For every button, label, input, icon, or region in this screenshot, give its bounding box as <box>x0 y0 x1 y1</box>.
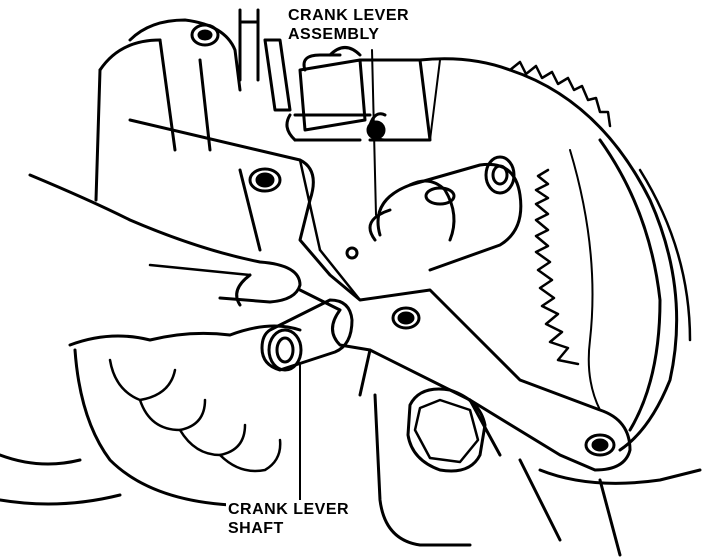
hand-lower <box>0 324 302 507</box>
crank-lever-shaft <box>260 298 354 372</box>
crank-lever-assembly-label-line1: CRANK LEVER <box>288 7 410 24</box>
crank-lever-shaft-label: CRANK LEVER SHAFT <box>226 500 352 538</box>
lower-casting <box>373 393 702 557</box>
leader-lines <box>299 49 377 501</box>
hex-nut <box>406 387 487 473</box>
bolt-hole-top <box>190 23 220 47</box>
crank-lever-assembly <box>366 112 523 272</box>
ring-gear <box>508 60 692 452</box>
crank-lever-assembly-label: CRANK LEVER ASSEMBLY <box>286 6 412 44</box>
hand-upper <box>28 173 302 307</box>
crank-lever-plate <box>128 118 632 472</box>
crank-lever-assembly-label-line2: ASSEMBLY <box>288 26 380 43</box>
crank-lever-shaft-label-line1: CRANK LEVER <box>228 501 350 518</box>
crank-lever-shaft-label-line2: SHAFT <box>228 520 284 537</box>
housing-casting <box>94 8 512 202</box>
